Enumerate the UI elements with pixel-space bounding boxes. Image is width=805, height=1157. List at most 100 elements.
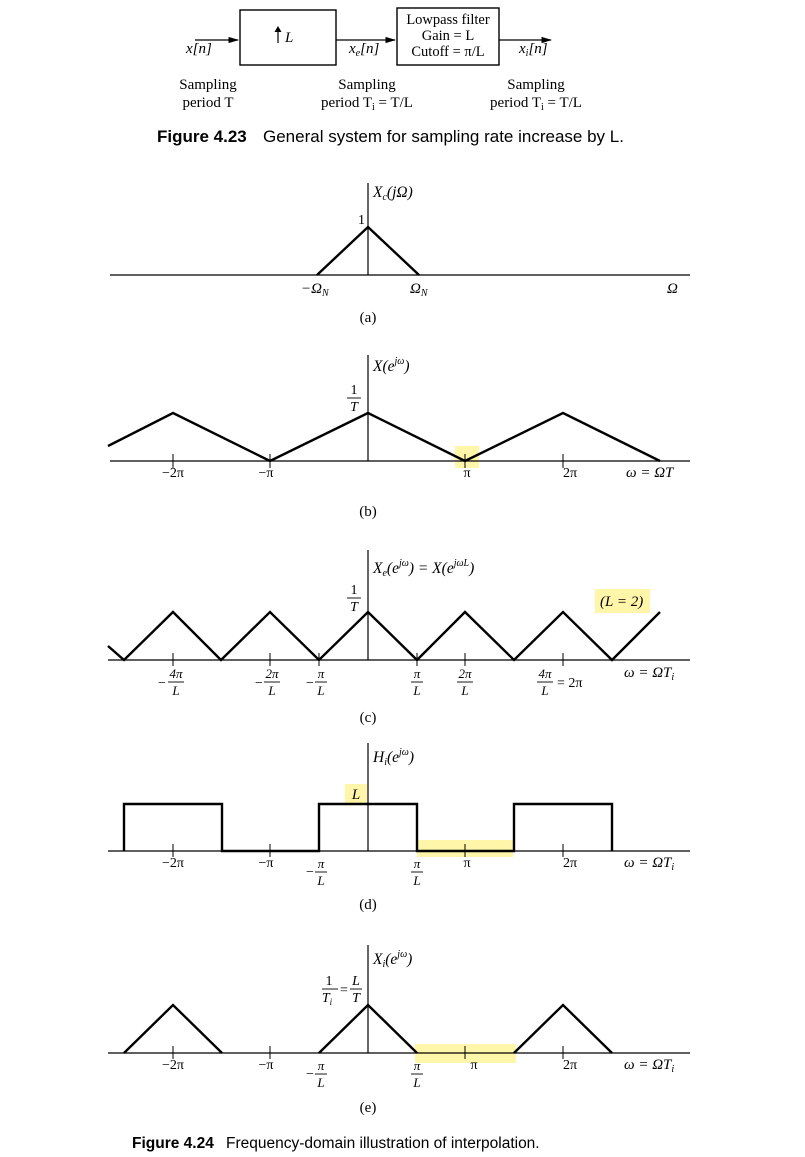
panel-e-label: (e) [360,1100,377,1116]
panel-d-tick-pi: π [463,856,470,871]
svg-text:L: L [540,683,548,698]
panel-d-tick-neg-pi-over-l: − π L [306,856,327,888]
lpf-cutoff: Cutoff = π/L [411,44,484,60]
panel-c-tick-neg-4pi-over-l: − 4π L [158,666,184,698]
panel-b-tick-neg-pi: −π [259,466,274,481]
sampling-label-3-line1: Sampling [507,77,565,93]
panel-a-axis-label: Ω [667,281,678,297]
panel-d-tick-2pi: 2π [563,856,577,871]
panel-c: Xe(ejω) = X(ejωL) 1 T (L = 2) − 4π L − 2… [107,550,690,726]
svg-text:L: L [351,974,360,989]
svg-text:−: − [306,865,314,880]
panel-d: Hi(ejω) L −2π −π − π L π L π 2π ω = ΩTi … [108,743,690,913]
svg-text:2π: 2π [265,666,279,681]
svg-text:−: − [158,676,166,691]
panel-e-tick-neg-2pi: −2π [162,1058,184,1073]
panel-a-pos-omega-n: ΩN [410,281,429,299]
lowpass-filter-block [396,7,500,66]
panel-d-tick-neg-2pi: −2π [162,856,184,871]
svg-text:π: π [414,856,421,871]
svg-text:T: T [350,400,359,415]
panel-b-axis-label: ω = ΩT [626,465,675,481]
panel-c-spectrum [107,610,661,662]
panel-c-height-fraction: 1 T [347,583,361,615]
panel-e: Xi(ejω) 1 Ti = L T −2π −π − π L π L π 2π… [108,945,690,1116]
svg-text:T: T [350,600,359,615]
panel-c-note: (L = 2) [600,594,643,610]
mid-signal-label: xe[n] [348,41,379,59]
panel-d-tick-pi-over-l: π L [411,856,423,888]
panel-c-ticks [172,653,564,666]
panel-d-axis-label: ω = ΩTi [624,855,674,873]
svg-text:π: π [414,1058,421,1073]
panel-e-height-fraction: 1 Ti = L T [322,974,362,1007]
sampling-label-1-line1: Sampling [179,77,237,93]
panel-e-tick-pi: π [470,1058,477,1073]
upsampler-factor: L [284,30,293,46]
svg-text:L: L [316,1075,324,1090]
svg-text:L: L [171,683,179,698]
panel-e-tick-neg-pi-over-l: − π L [306,1058,327,1090]
panel-d-filter-response [122,802,614,853]
svg-text:2π: 2π [458,666,472,681]
sampling-label-1-line2: period T [183,95,234,111]
panel-c-note-highlight [595,589,650,613]
svg-text:−: − [255,676,263,691]
figure-4-23-caption-text: General system for sampling rate increas… [263,127,624,146]
svg-text:−: − [306,676,314,691]
panel-d-gain-highlight [345,784,367,804]
panel-d-ticks [172,844,564,857]
svg-text:= 2π: = 2π [557,676,582,691]
panel-e-spectrum-right [513,1003,613,1054]
panel-d-tick-neg-pi: −π [259,856,274,871]
input-signal-label: x[n] [185,41,212,57]
panel-e-tick-pi-over-l: π L [411,1058,423,1090]
svg-text:1: 1 [351,383,358,398]
svg-text:L: L [267,683,275,698]
panel-e-tick-neg-pi: −π [259,1058,274,1073]
panel-d-title: Hi(ejω) [372,747,414,768]
panel-e-spectrum-left [123,1003,223,1054]
upsampler-block [239,9,337,66]
svg-text:L: L [412,873,420,888]
svg-text:L: L [412,1075,420,1090]
figure-4-24-caption-text: Frequency-domain illustration of interpo… [226,1135,540,1152]
svg-text:1: 1 [351,583,358,598]
panel-a-title: Xc(jΩ) [372,184,413,203]
panel-b-ticks [172,454,564,468]
figure-4-23-caption-number: Figure 4.23 [157,127,247,146]
svg-text:−: − [306,1067,314,1082]
svg-text:π: π [414,666,421,681]
panel-e-axis-label: ω = ΩTi [624,1057,674,1075]
svg-text:4π: 4π [169,666,183,681]
panel-d-gain-label: L [351,787,360,803]
panel-c-title: Xe(ejω) = X(ejωL) [372,558,474,579]
panel-b-height-fraction: 1 T [347,383,361,415]
panel-e-spectrum-center [318,1003,418,1054]
svg-text:L: L [316,873,324,888]
panel-c-label: (c) [360,710,377,726]
panel-c-tick-neg-pi-over-l: − π L [306,666,327,698]
panel-b-title: X(ejω) [372,356,410,375]
upsample-arrow-icon [274,26,282,43]
sampling-label-2-line2: period Ti = T/L [321,95,413,113]
panel-c-tick-neg-2pi-over-l: − 2π L [255,666,280,698]
panel-c-tick-pi-over-l: π L [411,666,423,698]
panel-d-label: (d) [359,897,377,913]
panel-a-label: (a) [360,310,377,326]
svg-text:L: L [316,683,324,698]
panel-b-tick-neg-2pi: −2π [162,466,184,481]
panel-b-tick-2pi: 2π [563,466,577,481]
svg-text:π: π [318,856,325,871]
panel-a: Xc(jΩ) 1 −ΩN ΩN Ω (a) [110,183,690,326]
svg-text:4π: 4π [538,666,552,681]
lpf-title: Lowpass filter [406,12,490,28]
figure-4-23-block-diagram: x[n] L xe[n] Lowpass filter Gain = L Cut… [157,7,624,146]
svg-text:Ti: Ti [322,991,333,1007]
lpf-gain: Gain = L [422,28,474,44]
panel-b-highlight-pi [455,446,479,468]
panel-e-title: Xi(ejω) [372,949,412,970]
svg-text:π: π [318,1058,325,1073]
panel-c-tick-4pi-over-l: 4π L = 2π [537,666,582,698]
